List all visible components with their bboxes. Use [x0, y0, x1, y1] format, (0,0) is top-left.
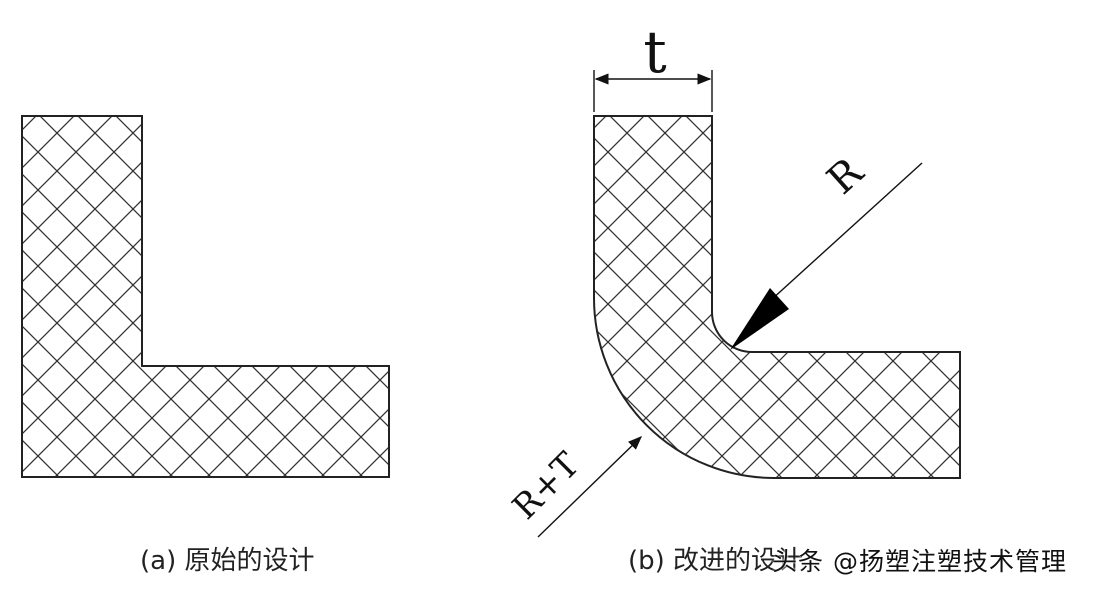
caption-original-design: (a) 原始的设计 [140, 546, 315, 576]
outer-radius-label: R+T [505, 445, 588, 528]
outer-radius-leader-line [537, 436, 643, 538]
caption-improved-design: (b) 改进的设计 [628, 546, 804, 576]
thickness-label: t [643, 18, 666, 86]
outer-radius-leader: R+T [505, 436, 643, 538]
radius-arrowhead-icon [730, 288, 789, 350]
original-l-section [21, 115, 390, 478]
improved-design-l-shape [593, 115, 961, 479]
watermark: 头条 @扬塑注塑技术管理 [772, 547, 1067, 576]
thickness-dimension: t [593, 18, 713, 112]
inner-radius-label: R [819, 148, 874, 204]
inner-radius-leader: R [730, 148, 923, 350]
radius-leader-line [759, 162, 923, 311]
original-design-l-shape [21, 115, 390, 478]
improved-l-section [593, 115, 961, 479]
